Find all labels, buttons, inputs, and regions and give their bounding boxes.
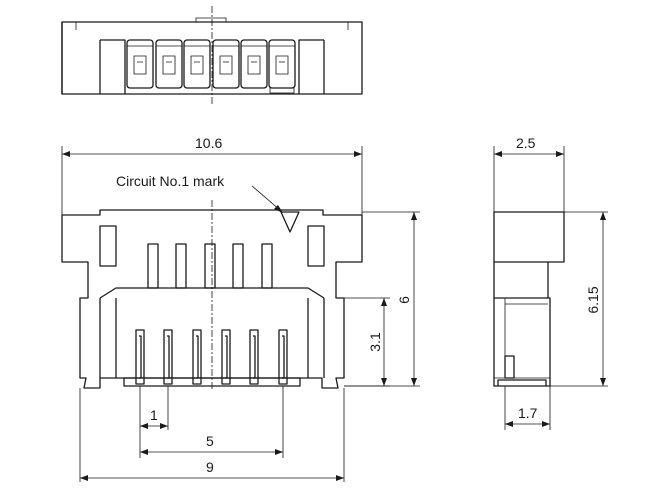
dim-side-depth xyxy=(493,146,565,212)
dim-pitch-span xyxy=(139,386,284,458)
contact-pins xyxy=(123,329,301,387)
side-view xyxy=(493,211,565,387)
circuit-mark-label: Circuit No.1 mark xyxy=(116,173,225,189)
dim-pin-height-label: 3.1 xyxy=(367,332,383,352)
dim-pin-height xyxy=(336,297,390,387)
dim-pitch xyxy=(140,386,169,430)
front-view xyxy=(61,200,363,390)
dim-side-height xyxy=(550,211,608,387)
dim-overall-width-label: 10.6 xyxy=(195,135,222,151)
circuit-mark-leader xyxy=(251,185,283,213)
circuit-mark xyxy=(280,211,300,233)
dim-pitch-label: 1 xyxy=(150,407,158,423)
dim-overall-width xyxy=(61,146,363,215)
dim-side-depth-label: 2.5 xyxy=(516,135,536,151)
top-view-slots xyxy=(126,39,296,89)
dim-side-height-label: 6.15 xyxy=(585,286,601,313)
dim-bottom-width xyxy=(79,388,345,482)
dim-side-bottom xyxy=(504,386,551,430)
dim-height-label: 6 xyxy=(396,296,412,304)
dim-side-bottom-label: 1.7 xyxy=(518,405,538,421)
dim-pitch-span-label: 5 xyxy=(206,433,214,449)
dim-bottom-width-label: 9 xyxy=(206,459,214,475)
top-view xyxy=(61,6,363,104)
